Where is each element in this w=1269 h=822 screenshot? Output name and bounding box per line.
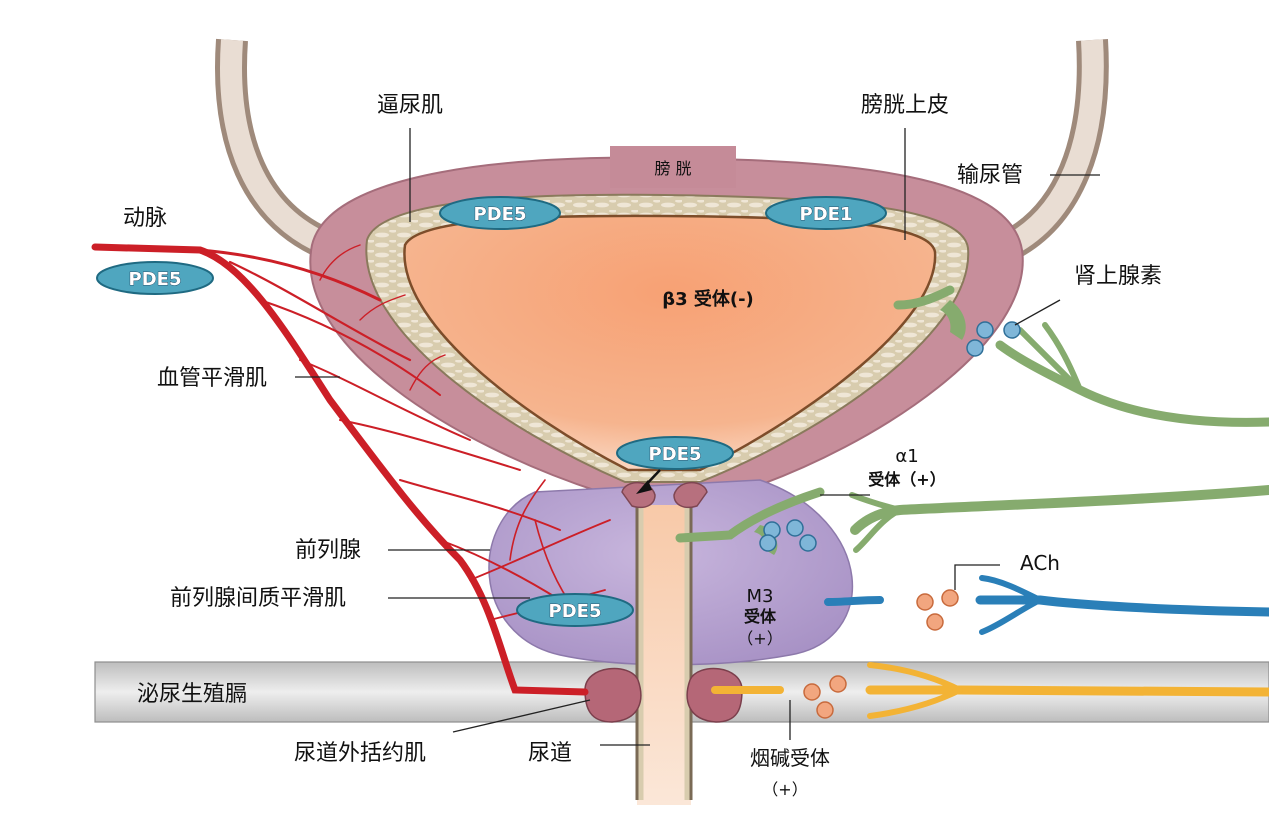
label-prostate-stromal-smooth-muscle: 前列腺间质平滑肌 [170, 586, 346, 611]
label-m3: M3 [747, 586, 774, 607]
label-artery: 动脉 [123, 206, 167, 231]
label-beta3-receptor: β3 受体(-) [662, 288, 754, 310]
pde5-neck-label: PDE5 [649, 444, 702, 465]
pde5-artery-label: PDE5 [129, 269, 182, 290]
label-adrenaline: 肾上腺素 [1074, 264, 1162, 289]
pde5-prostate-label: PDE5 [549, 601, 602, 622]
label-alpha1-receptor: 受体（+） [868, 470, 945, 489]
label-nicotinic-sign: （+） [762, 780, 807, 799]
ach-molecules [916, 589, 959, 631]
pde5-prostate-badge: PDE5 [516, 593, 634, 627]
nicotinic-molecules [803, 675, 847, 719]
label-alpha1: α1 [895, 446, 918, 467]
labels: 逼尿肌 膀胱上皮 输尿管 动脉 血管平滑肌 肾上腺素 前列腺 前列腺间质平滑肌 … [123, 93, 1162, 799]
label-nicotinic-receptor: 烟碱受体 [750, 746, 830, 770]
bladder [309, 156, 1024, 493]
pde5-bladder-badge: PDE5 [439, 196, 561, 230]
label-urothelium: 膀胱上皮 [861, 93, 949, 118]
pde1-bladder-label: PDE1 [800, 204, 853, 225]
label-detrusor: 逼尿肌 [377, 93, 443, 118]
label-m3-sign: （+） [737, 629, 782, 648]
bladder-tab-label: 膀 胱 [654, 159, 691, 178]
label-prostate: 前列腺 [295, 538, 361, 563]
urethra [635, 505, 693, 805]
orange-nerve [711, 662, 1269, 719]
leader-lines [295, 128, 1100, 746]
pde5-neck-badge: PDE5 [616, 436, 734, 494]
blue-nerve [824, 575, 1269, 635]
label-vascular-smooth-muscle: 血管平滑肌 [157, 366, 267, 391]
bladder-tab: 膀 胱 [610, 146, 736, 188]
adrenaline-molecules [759, 321, 1021, 552]
label-m3-receptor: 受体 [744, 607, 777, 626]
artery [91, 243, 611, 696]
label-urethra: 尿道 [528, 741, 572, 766]
pde1-bladder-badge: PDE1 [765, 196, 887, 230]
label-urogenital-diaphragm: 泌尿生殖膈 [137, 682, 247, 707]
pde5-artery-badge: PDE5 [96, 261, 214, 295]
green-nerves [675, 285, 1269, 553]
pde5-bladder-label: PDE5 [474, 204, 527, 225]
external-urethral-sphincter [584, 667, 743, 723]
label-ureter: 输尿管 [957, 163, 1023, 188]
ureters [215, 38, 1109, 265]
label-external-urethral-sphincter: 尿道外括约肌 [294, 741, 426, 766]
label-ach: ACh [1020, 551, 1060, 575]
